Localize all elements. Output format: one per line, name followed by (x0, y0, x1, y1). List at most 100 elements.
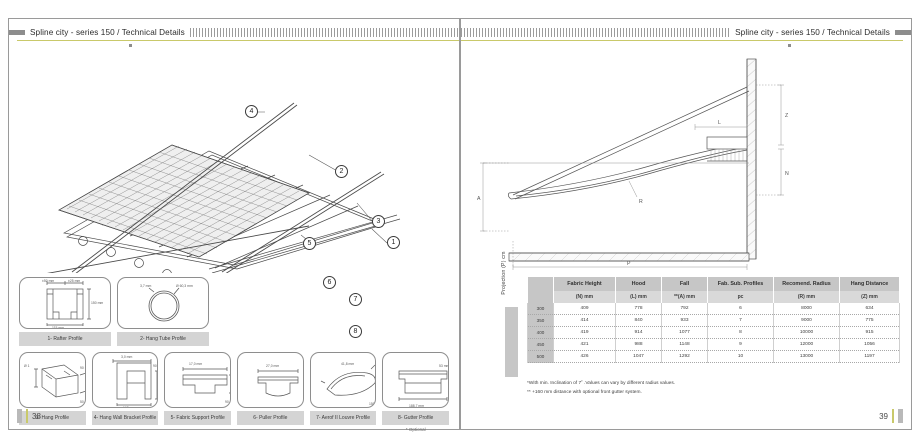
svg-text:50 mm: 50 mm (80, 400, 86, 404)
table-footnotes: *With min. Inclination of 7˚ .Values can… (527, 379, 857, 397)
table-row: 500 426 1047 1292 10 13000 1197 (527, 350, 900, 363)
th-sub-profiles: Fab. Sub. Profiles (707, 277, 774, 291)
cell-fabric-height: 419 (553, 326, 616, 339)
th-recomend-radius: Recomend. Radius (773, 277, 840, 291)
callout-1: 1 (387, 236, 400, 249)
svg-text:90 mm: 90 mm (153, 364, 159, 368)
th-unit-hang-distance: (Z) mm (839, 291, 900, 303)
cell-sub-profiles: 8 (707, 326, 774, 339)
cell-fall: 933 (661, 314, 708, 327)
callout-4: 4 (245, 105, 258, 118)
profile-label-1: 1- Rafter Profile (19, 332, 111, 346)
profile-label-8: 8- Gutter Profile (382, 411, 450, 425)
cell-projection: 450 (527, 338, 554, 351)
profile-card-grid: ±50 mm ±25 mm 150 mm 115 mm 1- Rafter Pr… (19, 277, 450, 432)
cell-hang-distance: 1197 (839, 350, 900, 363)
profile-card-6[interactable]: 27,0 mm 6- Puller Profile (237, 352, 304, 432)
right-page-header: Spline city - series 150 / Technical Det… (461, 25, 911, 47)
right-header-title: Spline city - series 150 / Technical Det… (735, 27, 890, 37)
cell-radius: 8000 (773, 303, 840, 315)
svg-text:P: P (627, 261, 631, 267)
profile-card-5[interactable]: 17,0 mm 90 mm 5- Fabric Support Profile (164, 352, 232, 432)
isometric-pergola-drawing: 4 2 3 1 5 6 7 8 (9, 43, 461, 338)
profile-spacer-c (375, 277, 449, 346)
svg-text:188,7 mm: 188,7 mm (409, 404, 424, 408)
cell-fabric-height: 409 (553, 303, 616, 315)
svg-text:41,8 mm: 41,8 mm (341, 362, 354, 366)
svg-text:90 mm: 90 mm (80, 366, 86, 370)
cell-fall: 792 (661, 303, 708, 315)
callout-8: 8 (349, 325, 362, 338)
svg-text:27,0 mm: 27,0 mm (266, 364, 279, 368)
th-hood: Hood (615, 277, 662, 291)
profile-drawing-fabric-support: 17,0 mm 90 mm (164, 352, 232, 408)
left-page-header: Spline city - series 150 / Technical Det… (9, 25, 459, 47)
callout-5: 5 (303, 237, 316, 250)
header-accent-rule-right (461, 40, 903, 41)
page-number-accent-icon-right (892, 409, 894, 423)
left-header-title: Spline city - series 150 / Technical Det… (30, 27, 185, 37)
cell-fabric-height: 414 (553, 314, 616, 327)
svg-text:115 mm: 115 mm (52, 326, 64, 329)
cell-sub-profiles: 7 (707, 314, 774, 327)
svg-text:Ø 1: Ø 1 (24, 364, 30, 368)
header-tick-pattern-icon (189, 27, 459, 37)
table-row: 300 409 778 792 6 8000 634 (527, 303, 900, 315)
projection-group-bar (505, 307, 518, 377)
cell-hood: 914 (615, 326, 662, 339)
profile-row-bottom: Ø 1 90 mm 50 mm 3- Hang Profile (19, 352, 450, 432)
svg-text:162 mm: 162 mm (123, 406, 135, 408)
profile-spacer-b (295, 277, 369, 346)
table-header-primary-row: Fabric Height Hood Fall Fab. Sub. Profil… (527, 277, 900, 291)
profile-label-4: 4- Hang Wall Bracket Profile (91, 411, 159, 425)
cell-projection: 350 (527, 314, 554, 327)
left-page-number: 38 (17, 409, 41, 423)
cell-projection: 400 (527, 326, 554, 339)
table-header-units-row: (N) mm (L) mm **(A) mm pc (R) mm (Z) mm (527, 291, 900, 303)
isometric-drawing-svg (46, 102, 401, 273)
right-page-number: 39 (879, 409, 903, 423)
cell-fall: 1148 (661, 338, 708, 351)
page-number-accent-icon (26, 409, 28, 423)
profile-card-4[interactable]: 3,0 mm 90 mm 162 mm 4- Hang Wall Bracket… (91, 352, 159, 432)
profile-drawing-puller: 27,0 mm (237, 352, 304, 408)
optional-note: * Optional (405, 427, 426, 432)
profile-label-5: 5- Fabric Support Profile (164, 411, 232, 425)
left-page-number-value: 38 (32, 411, 41, 421)
profile-drawing-hang-tube: 3,7 mm Ø 60,3 mm (117, 277, 209, 329)
profile-label-6: 6- Puller Profile (237, 411, 304, 425)
svg-text:±50 mm: ±50 mm (42, 279, 54, 283)
profile-card-3[interactable]: Ø 1 90 mm 50 mm 3- Hang Profile (19, 352, 86, 432)
cell-fabric-height: 421 (553, 338, 616, 351)
profile-card-2[interactable]: 3,7 mm Ø 60,3 mm 2- Hang Tube Profile (117, 277, 209, 346)
header-dot-icon-right (788, 44, 791, 47)
elevation-drawing: A Z N L P R (461, 45, 913, 275)
cell-hang-distance: 775 (839, 314, 900, 327)
page-number-bar-icon-right (898, 409, 903, 423)
cell-projection: 500 (527, 350, 554, 363)
footnote-2: ** +160 mm distance with optional front … (527, 390, 642, 396)
cell-radius: 12000 (773, 338, 840, 351)
svg-text:17,0 mm: 17,0 mm (189, 362, 202, 366)
cell-hood: 778 (615, 303, 662, 315)
header-tick-pattern-icon-right (461, 27, 731, 37)
cell-sub-profiles: 6 (707, 303, 774, 315)
svg-text:R: R (639, 199, 643, 205)
cell-fabric-height: 426 (553, 350, 616, 363)
table-body: 300 409 778 792 6 8000 634 350 414 840 9… (527, 303, 900, 363)
th-unit-fabric-height: (N) mm (553, 291, 616, 303)
profile-card-8[interactable]: 53 mm 188,7 mm 8- Gutter Profile * Optio… (382, 352, 450, 432)
table-head: Fabric Height Hood Fall Fab. Sub. Profil… (527, 277, 900, 303)
profile-drawing-hang: Ø 1 90 mm 50 mm (19, 352, 86, 408)
svg-text:90 mm: 90 mm (225, 400, 231, 404)
profile-card-7[interactable]: 41,8 mm 150 mm 7- Aerof II Louvre Profil… (309, 352, 377, 432)
profile-drawing-aerof-louvre: 41,8 mm 150 mm (309, 352, 377, 408)
cell-hood: 1047 (615, 350, 662, 363)
svg-text:A: A (477, 196, 481, 202)
th-fall: Fall (661, 277, 708, 291)
header-accent-rule (17, 40, 459, 41)
right-page-number-value: 39 (879, 411, 888, 421)
profile-card-1[interactable]: ±50 mm ±25 mm 150 mm 115 mm 1- Rafter Pr… (19, 277, 111, 346)
cell-hood: 840 (615, 314, 662, 327)
